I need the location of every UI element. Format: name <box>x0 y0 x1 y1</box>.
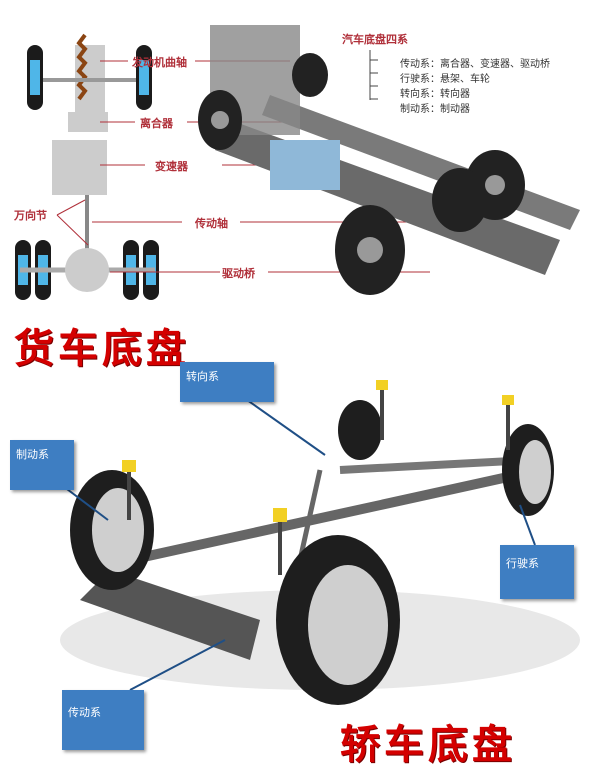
label-universal-joint: 万向节 <box>14 209 47 222</box>
callout-running: 行驶系 <box>500 545 574 599</box>
label-crankshaft: 发动机曲轴 <box>132 56 187 69</box>
label-clutch: 离合器 <box>140 117 173 130</box>
car-chassis-caption: 轿车底盘 <box>340 721 516 768</box>
car-chassis <box>54 380 580 705</box>
truck-chassis-caption: 货车底盘 <box>14 325 190 372</box>
truck-3d-chassis <box>198 25 580 295</box>
label-drive-shaft: 传动轴 <box>195 217 228 230</box>
label-drive-axle: 驱动桥 <box>222 267 255 280</box>
truck-schematic <box>15 33 440 300</box>
system-item: 转向系：转向器 <box>400 89 470 100</box>
callout-transmission: 传动系 <box>62 690 144 750</box>
callout-steering: 转向系 <box>180 362 274 402</box>
system-item: 行驶系：悬架、车轮 <box>400 74 490 85</box>
label-gearbox: 变速器 <box>155 160 188 173</box>
system-item: 传动系：离合器、变速器、驱动桥 <box>400 59 550 70</box>
callout-braking: 制动系 <box>10 440 74 490</box>
system-item: 制动系：制动器 <box>400 104 470 115</box>
systems-title: 汽车底盘四系 <box>342 33 408 46</box>
